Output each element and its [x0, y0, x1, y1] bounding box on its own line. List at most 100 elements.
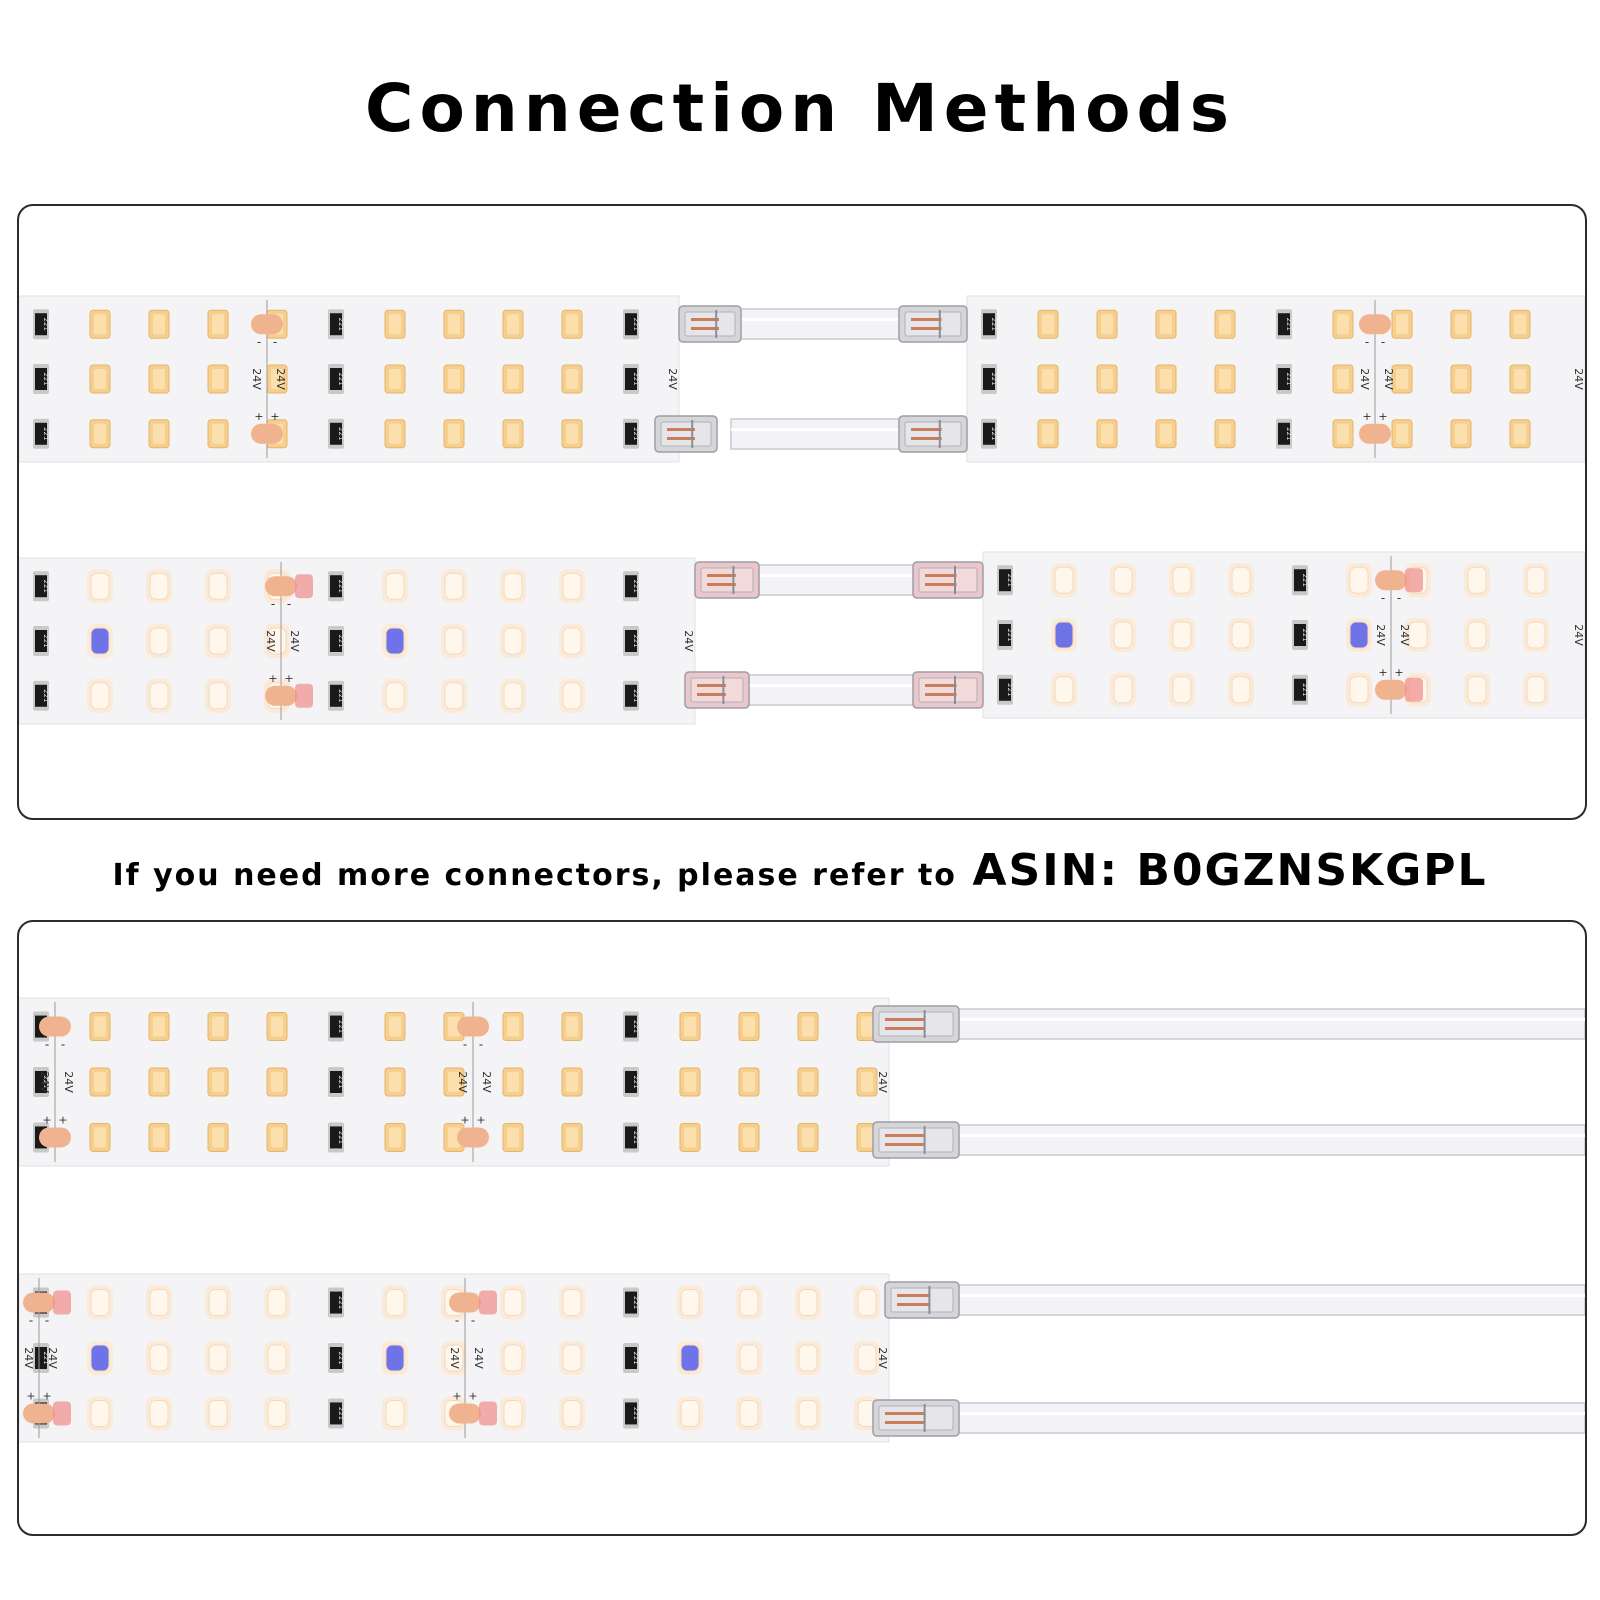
clip-connector [872, 1121, 960, 1159]
clip-connector [678, 305, 742, 343]
plus-sign: + [42, 1113, 51, 1126]
led-chip [736, 1285, 762, 1320]
led-chip [207, 419, 229, 449]
led-chip [677, 1285, 703, 1320]
clip-connector [912, 561, 984, 599]
led-red [479, 1290, 497, 1315]
strip-to-strip-panel: 221 221 221 221 221 221 221 221 221 24V 24V + + - - 24V… [17, 204, 1587, 820]
wire [748, 674, 916, 706]
resistor-label: 221 [42, 580, 50, 593]
led-chip [205, 678, 231, 713]
led-chip [795, 1341, 821, 1375]
resistor: 221 [997, 565, 1014, 596]
led-chip [1228, 563, 1254, 598]
resistor: 221 [623, 418, 640, 449]
plus-sign: + [1378, 666, 1387, 679]
led-chip [854, 1285, 880, 1320]
led-chip [1051, 672, 1077, 707]
resistor-label: 221 [337, 689, 345, 702]
resistor: 221 [328, 1011, 345, 1042]
plus-sign: + [268, 672, 277, 685]
resistor: 221 [33, 626, 50, 656]
led-chip [1509, 309, 1531, 339]
minus-sign: - [1397, 591, 1401, 605]
voltage-label: 24V [1382, 368, 1395, 390]
led-chip [1155, 309, 1177, 339]
voltage-label: 24V [1398, 624, 1411, 646]
resistor-label: 221 [337, 1131, 345, 1144]
panel-2-content: 22122122122122122122122122124V24V++--24V… [19, 997, 1585, 1443]
led-chip [502, 1067, 524, 1097]
led-chip [1228, 618, 1254, 652]
wire-highlight [757, 574, 915, 577]
led-chip [1332, 309, 1354, 339]
led-chip [443, 1122, 465, 1152]
resistor-label: 221 [632, 318, 640, 331]
solder-pad [1375, 570, 1407, 591]
led-chip [795, 1285, 821, 1320]
resistor: 221 [623, 1343, 640, 1373]
led-chip [148, 1067, 170, 1097]
led-chip [1332, 419, 1354, 449]
led-red [1405, 677, 1423, 702]
led-chip [1214, 309, 1236, 339]
resistor: 221 [33, 418, 50, 449]
resistor: 221 [623, 1287, 640, 1318]
led-chip [1332, 364, 1354, 394]
resistor: 221 [623, 1067, 640, 1097]
led-chip [1155, 364, 1177, 394]
led-chip [1169, 618, 1195, 652]
led-chip [266, 1067, 288, 1097]
led-chip [1169, 672, 1195, 707]
resistor: 221 [997, 620, 1014, 650]
plus-sign: + [1394, 666, 1403, 679]
pcb-strip [19, 557, 696, 725]
plus-sign: + [468, 1389, 477, 1402]
led-chip [559, 1341, 585, 1375]
led-chip [266, 1012, 288, 1042]
voltage-label: 24V [62, 1071, 75, 1093]
solder-pad [1359, 314, 1391, 335]
resistor: 221 [328, 1067, 345, 1097]
clip-connector [912, 671, 984, 709]
led-chip [500, 1341, 526, 1375]
resistor: 221 [33, 1067, 50, 1097]
resistor: 221 [1292, 620, 1309, 650]
led-chip [146, 1285, 172, 1320]
led-chip [207, 309, 229, 339]
minus-sign: - [1381, 335, 1385, 349]
led-chip [795, 1396, 821, 1431]
led-chip [89, 419, 111, 449]
resistor-label: 221 [632, 1075, 640, 1088]
minus-sign: - [257, 335, 261, 349]
resistor-label: 221 [990, 427, 998, 440]
led-chip [559, 624, 585, 658]
led-chip [1391, 364, 1413, 394]
led-chip [561, 309, 583, 339]
wire [756, 564, 916, 596]
led-chip [502, 419, 524, 449]
led-chip [559, 1285, 585, 1320]
resistor: 221 [328, 418, 345, 449]
resistor: 221 [981, 418, 998, 449]
led-chip [87, 678, 113, 713]
resistor: 221 [328, 1398, 345, 1429]
clip-connector [898, 305, 968, 343]
led-chip [441, 569, 467, 604]
led-chip [207, 364, 229, 394]
led-chip [148, 364, 170, 394]
solder-pad [39, 1016, 71, 1037]
led-chip [738, 1122, 760, 1152]
resistor-label: 221 [337, 1296, 345, 1309]
wire [956, 1284, 1585, 1316]
plus-sign: + [26, 1389, 35, 1402]
plus-sign: + [1378, 410, 1387, 423]
clip-connector [884, 1281, 960, 1319]
voltage-label: 24V [876, 1071, 889, 1093]
voltage-label: 24V [472, 1347, 485, 1369]
wire-highlight [957, 1018, 1585, 1021]
solder-pad [251, 423, 283, 444]
led-red [295, 683, 313, 708]
voltage-label: 24V [1358, 368, 1371, 390]
resistor: 221 [1276, 418, 1293, 449]
